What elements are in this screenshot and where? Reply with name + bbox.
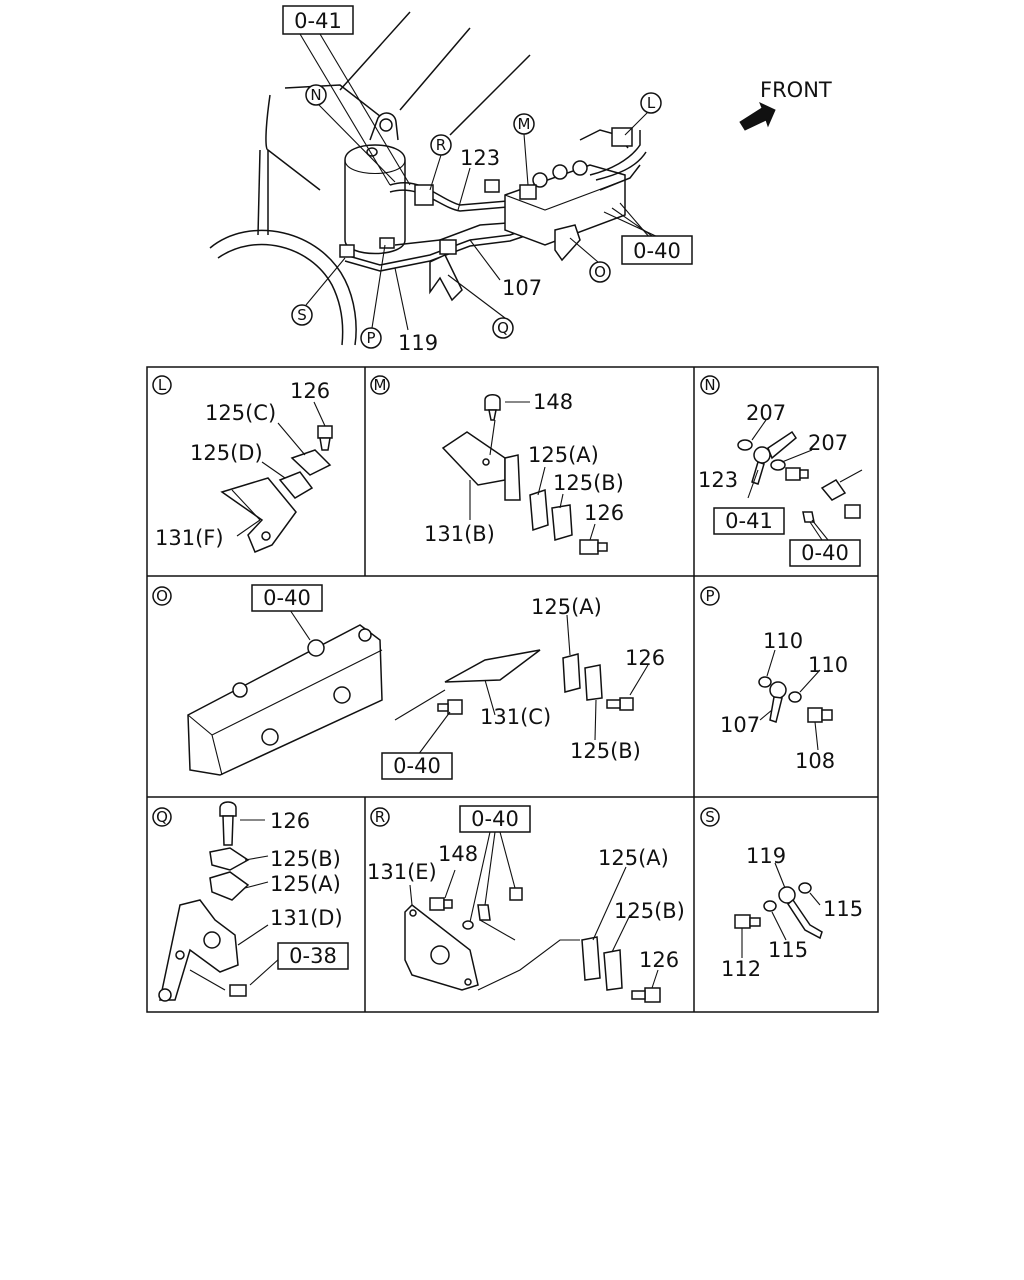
callout-o: O [589, 261, 611, 283]
panel-r-part-126: 126 [639, 948, 679, 972]
panel-n-part-123: 123 [698, 468, 738, 492]
svg-text:S: S [297, 306, 307, 324]
svg-text:P: P [366, 329, 375, 347]
callout-m: M [513, 113, 535, 135]
svg-text:M: M [518, 115, 531, 133]
panel-r-letter: R [375, 808, 385, 826]
panel-l-part-126: 126 [290, 379, 330, 403]
panel-r-part-148: 148 [438, 842, 478, 866]
panel-n-part-207b: 207 [808, 431, 848, 455]
panel-m-letter: M [374, 376, 387, 394]
panel-l: L 126 125(C) 125(D) 131(F) [152, 375, 333, 553]
callout-q: Q [492, 317, 514, 339]
svg-text:0-40: 0-40 [633, 239, 681, 263]
panel-q-letter: Q [156, 808, 168, 826]
callout-p: P [360, 327, 382, 349]
callout-s: S [291, 304, 313, 326]
panel-p-letter: P [705, 587, 714, 605]
svg-text:0-41: 0-41 [294, 9, 342, 33]
callout-n: N [305, 84, 327, 106]
panel-o-part-125a: 125(A) [531, 595, 602, 619]
panel-m-part-125a: 125(A) [528, 443, 599, 467]
panel-m: M 148 125(A) 125(B) 126 131(B) [370, 375, 624, 555]
panel-m-part-126: 126 [584, 501, 624, 525]
panel-m-part-148: 148 [533, 390, 573, 414]
panel-p-part-108: 108 [795, 749, 835, 773]
svg-text:R: R [436, 136, 446, 154]
svg-text:L: L [647, 94, 656, 112]
panel-p-part-110b: 110 [808, 653, 848, 677]
panel-o-letter: O [156, 587, 168, 605]
panel-q-part-125a: 125(A) [270, 872, 341, 896]
front-label: FRONT [760, 78, 832, 102]
panel-q-part-126: 126 [270, 809, 310, 833]
panel-l-part-125d: 125(D) [190, 441, 263, 465]
overview-part-107: 107 [502, 276, 542, 300]
panel-s-part-119: 119 [746, 844, 786, 868]
panel-s-letter: S [705, 808, 715, 826]
panel-s: S 119 115 115 112 [700, 807, 863, 981]
panel-q-part-131d: 131(D) [270, 906, 343, 930]
panel-o-part-125b: 125(B) [570, 739, 641, 763]
panel-o: O 0-40 0-40 125(A) 126 131(C) 1 [152, 584, 665, 780]
overview-part-123: 123 [460, 146, 500, 170]
panel-n-ref-041: 0-41 [725, 509, 773, 533]
overview-part-119: 119 [398, 331, 438, 355]
panel-n-part-207a: 207 [746, 401, 786, 425]
ref-box-top: 0-41 [282, 5, 354, 35]
callout-r: R [430, 134, 452, 156]
panel-q-ref-038: 0-38 [289, 944, 337, 968]
panel-m-part-131b: 131(B) [424, 522, 495, 546]
front-direction-arrow: FRONT [739, 78, 832, 131]
overview-illustration [209, 11, 661, 346]
svg-text:O: O [594, 263, 606, 281]
panel-o-part-126: 126 [625, 646, 665, 670]
panel-r-part-125b: 125(B) [614, 899, 685, 923]
panel-o-ref-040a: 0-40 [263, 586, 311, 610]
panel-r: R 0-40 131(E) 148 125(A) 125(B) [367, 805, 685, 1003]
panel-o-ref-040b: 0-40 [393, 754, 441, 778]
panel-n-ref-040: 0-40 [801, 541, 849, 565]
panel-l-part-125c: 125(C) [205, 401, 276, 425]
svg-text:N: N [310, 86, 321, 104]
ref-box-right: 0-40 [621, 235, 693, 265]
panel-s-part-115b: 115 [768, 938, 808, 962]
panel-r-part-125a: 125(A) [598, 846, 669, 870]
panel-q-part-125b: 125(B) [270, 847, 341, 871]
panel-r-ref-040: 0-40 [471, 807, 519, 831]
panel-p: P 110 110 107 108 [700, 586, 848, 773]
panel-p-part-110a: 110 [763, 629, 803, 653]
panel-n-letter: N [704, 376, 715, 394]
panel-q: Q 126 125(B) 125(A) 131(D) 0-38 [152, 801, 349, 1002]
panel-l-letter: L [158, 376, 167, 394]
svg-text:Q: Q [497, 319, 509, 337]
panel-o-part-131c: 131(C) [480, 705, 551, 729]
panel-s-part-112: 112 [721, 957, 761, 981]
panel-p-part-107: 107 [720, 713, 760, 737]
panel-n: N 0-41 0-40 207 207 123 [698, 375, 863, 567]
panel-m-part-125b: 125(B) [553, 471, 624, 495]
detail-grid [146, 366, 879, 1013]
callout-l: L [640, 92, 662, 114]
panel-s-part-115a: 115 [823, 897, 863, 921]
panel-l-part-131f: 131(F) [155, 526, 224, 550]
panel-r-part-131e: 131(E) [367, 860, 437, 884]
